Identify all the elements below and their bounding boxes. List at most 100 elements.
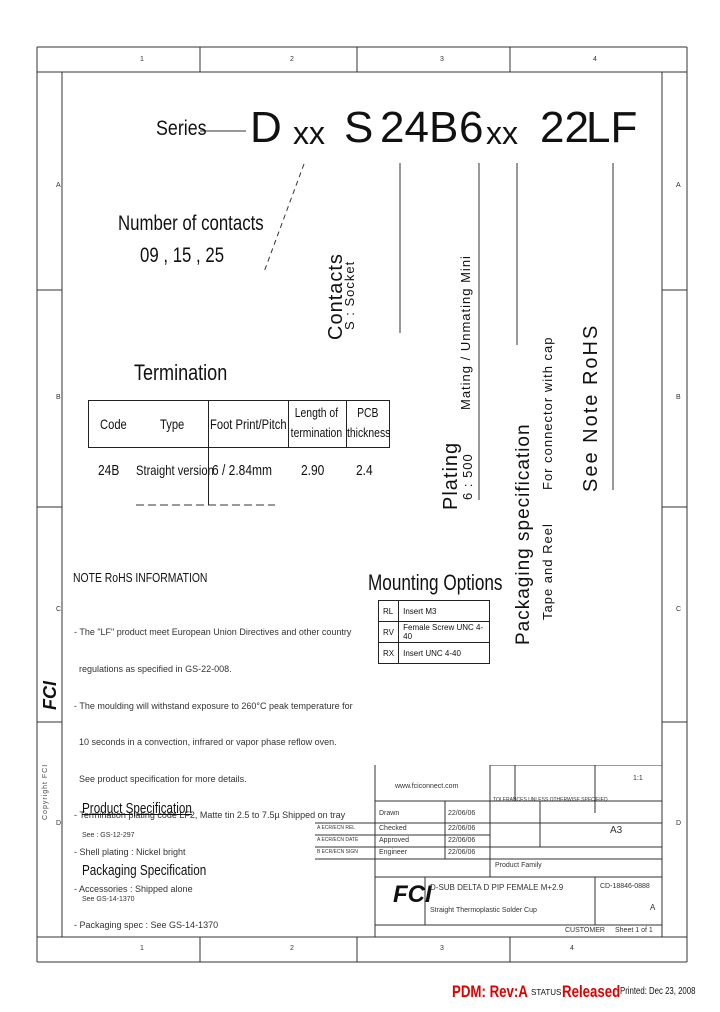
title-block: www.fciconnect.com TOLERANCES UNLESS OTH… — [315, 765, 662, 937]
fci-title-logo: FCI — [393, 881, 432, 908]
part-segment: 24B — [380, 103, 459, 152]
plating-vertical-sub: 6 : 500 — [460, 453, 475, 500]
term-cell-footprint: 6 / 2.84mm — [212, 462, 273, 479]
description-line1: D-SUB DELTA D PIP FEMALE M+2.9 — [430, 883, 564, 892]
note-line: 10 seconds in a convection, infrared or … — [74, 737, 337, 748]
series-label: Series — [156, 117, 207, 140]
col-label: 3 — [440, 56, 444, 63]
term-header-code: Code — [100, 416, 127, 432]
note-line: - The "LF" product meet European Union D… — [74, 627, 352, 638]
col-label: 4 — [570, 945, 574, 952]
status-value: Released — [562, 982, 621, 1001]
title-block-grid — [315, 765, 662, 937]
date-engineer: 22/06/06 — [448, 849, 476, 856]
col-label: 2 — [290, 945, 294, 952]
sheet-letter: A — [650, 903, 656, 912]
rev-row: A ECR/ECN DATE — [317, 837, 359, 843]
note-title: NOTE RoHS INFORMATION — [73, 570, 208, 585]
termination-table: Code Type Foot Print/Pitch Length of ter… — [88, 400, 390, 505]
customer-label: CUSTOMER — [565, 927, 605, 934]
row-label: A — [676, 182, 681, 189]
part-segment: LF — [586, 103, 638, 152]
packaging-vertical-title: Packaging specification — [513, 423, 534, 645]
tolerance-text: TOLERANCES UNLESS OTHERWISE SPECIFIED — [493, 797, 608, 803]
note-line: - The moulding will withstand exposure t… — [74, 700, 353, 711]
part-segment: 22 — [540, 103, 589, 152]
row-label: B — [56, 394, 61, 401]
termination-title: Termination — [134, 360, 228, 385]
note-line: - Termination plating code LF2, Matte ti… — [74, 810, 346, 821]
contacts-values: 09 , 15 , 25 — [140, 244, 225, 267]
term-cell-type: Straight version — [136, 462, 214, 478]
row-label: C — [676, 606, 682, 613]
mounting-code: RV — [377, 621, 400, 643]
rev-row: A ECR/ECN REL — [317, 825, 356, 831]
row-label: D — [676, 820, 682, 827]
date-drawn: 22/06/06 — [448, 810, 476, 817]
packaging-vertical-sub2: For connector with cap — [540, 336, 555, 490]
printed-date: Printed: Dec 23, 2008 — [620, 986, 696, 997]
pdm-rev: PDM: Rev:A — [452, 982, 528, 1001]
col-label: 2 — [290, 56, 294, 63]
term-header-type: Type — [160, 416, 185, 432]
termination-grid — [88, 400, 390, 505]
part-segment: S — [344, 103, 374, 152]
packaging-spec-ref: See GS-14-1370 — [82, 896, 135, 903]
row-label: D — [56, 820, 62, 827]
role-checked: Checked — [379, 825, 407, 832]
row-label: A — [56, 182, 61, 189]
part-segment: xx — [293, 115, 325, 151]
product-family-label: Product Family — [495, 862, 542, 869]
status-label: STATUS — [531, 988, 562, 997]
mounting-code: RL — [377, 600, 400, 622]
sheet-count: Sheet 1 of 1 — [615, 927, 653, 934]
role-drawn: Drawn — [379, 810, 400, 817]
mounting-code: RX — [377, 642, 400, 664]
mounting-desc: Insert UNC 4-40 — [398, 642, 490, 664]
col-label: 4 — [593, 56, 597, 63]
copyright-vertical: Copyright FCI — [42, 763, 49, 820]
mounting-desc: Female Screw UNC 4-40 — [398, 621, 490, 643]
col-label: 1 — [140, 56, 144, 63]
date-checked: 22/06/06 — [448, 825, 476, 832]
term-cell-pcb: 2.4 — [356, 462, 373, 479]
format-value: A3 — [610, 825, 623, 836]
description-line2: Straight Thermoplastic Solder Cup — [430, 907, 537, 914]
note-line: - Accessories : Shipped alone — [74, 883, 193, 894]
product-spec-title: Product Specification — [82, 800, 192, 817]
packaging-spec-title: Packaging Specification — [82, 862, 207, 879]
term-header-pcb: PCB thickness — [347, 405, 391, 440]
col-label: 1 — [140, 945, 144, 952]
fci-logo: FCI — [40, 681, 60, 710]
note-line: - Packaging spec : See GS-14-1370 — [74, 920, 219, 931]
mating-vertical: Mating / Unmating Mini — [458, 255, 473, 410]
mounting-desc: Insert M3 — [398, 600, 490, 622]
term-header-length: Length of termination — [290, 405, 343, 440]
contacts-title: Number of contacts — [118, 212, 264, 235]
drawing-number: CD-18846-0888 — [600, 883, 650, 890]
rev-row: B ECR/ECN SIGN — [317, 849, 358, 855]
term-header-footprint: Foot Print/Pitch — [210, 416, 287, 432]
row-label: B — [676, 394, 681, 401]
note-list: - The "LF" product meet European Union D… — [74, 602, 353, 944]
part-segment: D — [250, 103, 282, 152]
note-line: - Shell plating : Nickel bright — [74, 847, 186, 858]
row-label: C — [56, 606, 62, 613]
contacts-vertical-sub: S : Socket — [342, 260, 357, 330]
date-approved: 22/06/06 — [448, 837, 476, 844]
col-label: 3 — [440, 945, 444, 952]
url-text: www.fciconnect.com — [395, 783, 459, 790]
product-spec-ref: See : GS-12-297 — [82, 832, 135, 839]
term-cell-length: 2.90 — [301, 462, 325, 479]
part-segment: 6 — [459, 103, 484, 152]
mounting-title: Mounting Options — [368, 570, 503, 595]
rohs-vertical: See Note RoHS — [580, 323, 602, 492]
part-segment: xx — [486, 115, 518, 151]
note-line: See product specification for more detai… — [74, 773, 247, 784]
role-approved: Approved — [379, 837, 409, 844]
term-cell-code: 24B — [98, 462, 120, 479]
note-line: regulations as specified in GS-22-008. — [74, 664, 232, 675]
